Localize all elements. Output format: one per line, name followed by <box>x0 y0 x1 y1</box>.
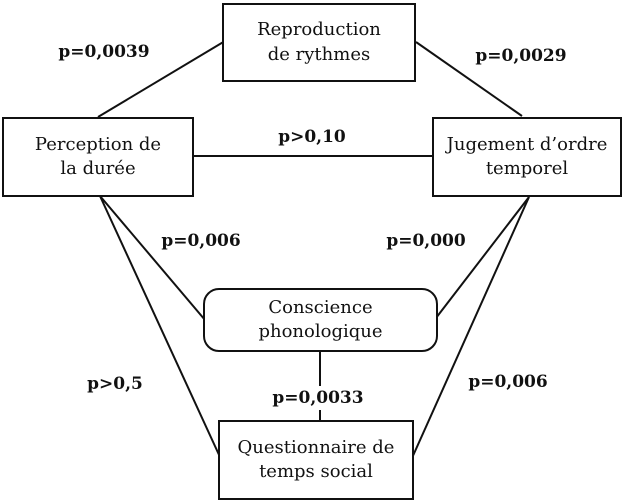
edge-label-conscience-questionnaire: p=0,0033 <box>264 386 372 410</box>
node-jugement-label: Jugement d’ordre temporel <box>446 133 608 179</box>
edge-label-reproduction-jugement: p=0,0029 <box>475 46 567 66</box>
edge-perception-reproduction-line <box>97 40 226 118</box>
edge-jugement-questionnaire-line <box>411 196 530 459</box>
edge-label-perception-reproduction: p=0,0039 <box>58 42 150 62</box>
edge-reproduction-jugement-line <box>415 41 523 117</box>
edge-perception-conscience-line <box>99 195 206 321</box>
node-perception-label: Perception de la durée <box>34 133 162 179</box>
edge-label-perception-conscience: p=0,006 <box>161 231 241 251</box>
node-conscience-label: Conscience phonologique <box>258 296 383 342</box>
node-conscience-phonologique: Conscience phonologique <box>203 288 438 352</box>
edge-label-jugement-conscience: p=0,000 <box>386 231 466 251</box>
edge-label-perception-questionnaire: p>0,5 <box>87 374 143 394</box>
node-perception-de-la-duree: Perception de la durée <box>2 117 194 197</box>
edge-label-perception-jugement: p>0,10 <box>278 127 346 147</box>
edge-jugement-conscience-line <box>435 196 530 319</box>
node-reproduction-de-rythmes: Reproduction de rythmes <box>222 3 416 82</box>
node-questionnaire-label: Questionnaire de temps social <box>237 436 395 482</box>
node-reproduction-label: Reproduction de rythmes <box>257 19 381 65</box>
edge-label-jugement-questionnaire: p=0,006 <box>468 372 548 392</box>
node-jugement-ordre-temporel: Jugement d’ordre temporel <box>432 117 622 197</box>
node-questionnaire-temps-social: Questionnaire de temps social <box>218 420 414 500</box>
edge-perception-questionnaire-line <box>99 195 221 458</box>
